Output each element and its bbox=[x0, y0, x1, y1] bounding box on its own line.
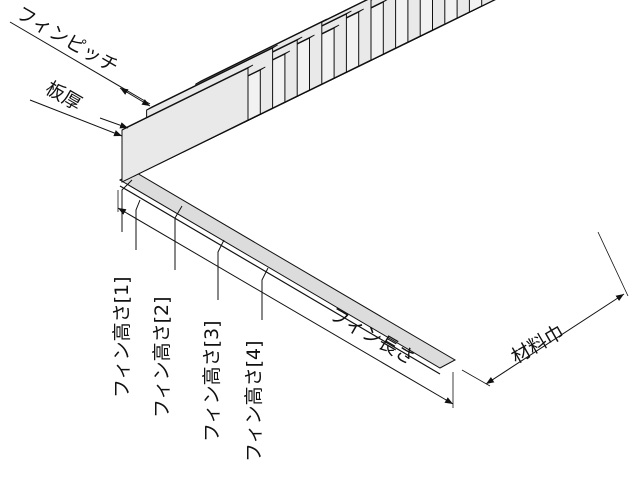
plate-thickness-dimension bbox=[29, 99, 129, 137]
fin-pitch-label: フィンピッチ bbox=[13, 2, 122, 78]
fin-top-edge bbox=[195, 18, 328, 85]
fin-height-2-label: フィン高さ[2] bbox=[151, 296, 173, 418]
material-width-dimension bbox=[461, 231, 629, 387]
material-width-label: 材料巾 bbox=[508, 321, 568, 369]
fin-group bbox=[121, 0, 496, 183]
fin-height-leaders bbox=[121, 179, 269, 320]
fin bbox=[121, 67, 249, 183]
fin-height-4-label: フィン高さ[4] bbox=[243, 340, 265, 462]
fin-height-3-label: フィン高さ[3] bbox=[201, 320, 223, 442]
fin-pitch-dimension bbox=[9, 21, 151, 107]
fin-length-dimension bbox=[117, 190, 454, 408]
fin-height-1-label: フィン高さ[1] bbox=[111, 276, 133, 398]
plate-thickness-label: 板厚 bbox=[42, 77, 86, 115]
fin-top-edge bbox=[146, 44, 278, 111]
